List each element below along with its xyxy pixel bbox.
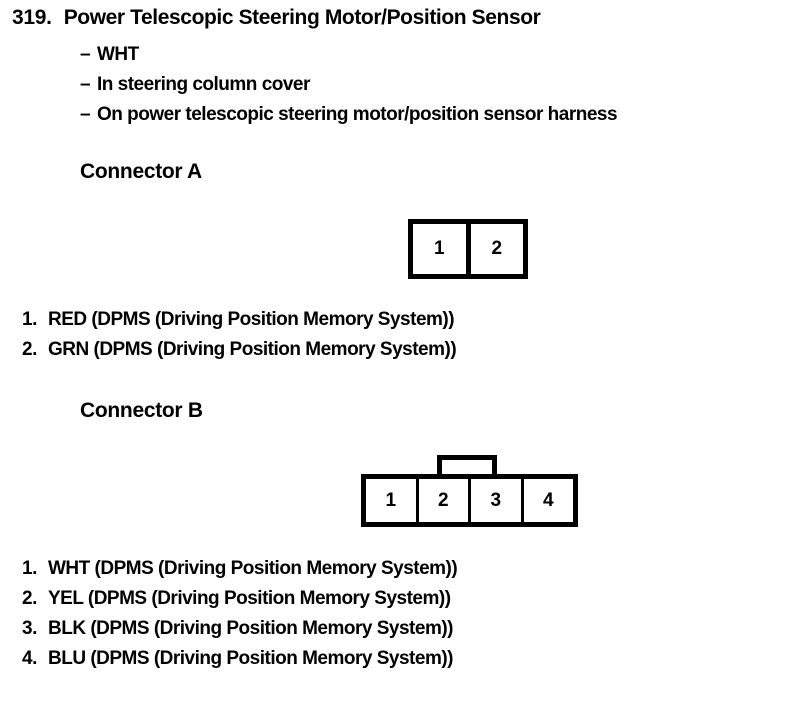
dash-icon: – [80, 44, 91, 65]
pin-index: 1. [22, 309, 37, 330]
detail-text: WHT [97, 44, 139, 65]
connector-b-pin-2: 2 [418, 479, 468, 522]
pin-description: BLK (DPMS (Driving Position Memory Syste… [48, 618, 454, 639]
list-item: 1. WHT (DPMS (Driving Position Memory Sys… [22, 554, 458, 584]
connector-a-diagram: 1 2 [408, 219, 528, 279]
dash-icon: – [80, 74, 91, 95]
connector-a-pin-1: 1 [413, 224, 466, 274]
dash-icon: – [80, 104, 91, 125]
connector-b-pin-1: 1 [366, 479, 416, 522]
pin-description: RED (DPMS (Driving Position Memory Syste… [48, 309, 455, 330]
list-item: –On power telescopic steering motor/posi… [80, 100, 790, 130]
connector-a-pin-list: 1. RED (DPMS (Driving Position Memory Sys… [22, 305, 457, 365]
list-item: 2. GRN (DPMS (Driving Position Memory Sys… [22, 335, 457, 365]
item-number: 319. [12, 6, 52, 29]
connector-b-pin-list: 1. WHT (DPMS (Driving Position Memory Sys… [22, 554, 458, 674]
connector-b-pin-3: 3 [471, 479, 521, 522]
list-item: 4. BLU (DPMS (Driving Position Memory Sys… [22, 644, 457, 674]
pin-description: BLU (DPMS (Driving Position Memory Syste… [48, 648, 454, 669]
pin-index: 2. [22, 339, 37, 360]
list-item: –WHT [80, 40, 790, 70]
detail-list: –WHT –In steering column cover –On power… [80, 40, 790, 130]
connector-b-heading: Connector B [80, 399, 203, 422]
pin-index: 2. [22, 588, 37, 609]
pin-index: 4. [22, 648, 37, 669]
page-title: 319. Power Telescopic Steering Motor/Pos… [12, 6, 541, 30]
connector-a-heading: Connector A [80, 160, 202, 183]
list-item: 3. BLK (DPMS (Driving Position Memory Sys… [22, 614, 457, 644]
list-item: –In steering column cover [80, 70, 790, 100]
detail-text: On power telescopic steering motor/posit… [97, 104, 618, 125]
list-item: 2. YEL (DPMS (Driving Position Memory Sys… [22, 584, 457, 614]
connector-b-pin-4: 4 [523, 479, 573, 522]
connector-b-body: 1 2 3 4 [361, 474, 578, 527]
pin-index: 1. [22, 558, 37, 579]
pin-description: WHT (DPMS (Driving Position Memory Syste… [48, 558, 458, 579]
pin-description: GRN (DPMS (Driving Position Memory Syste… [48, 339, 457, 360]
title-text: Power Telescopic Steering Motor/Position… [63, 6, 541, 29]
pin-index: 3. [22, 618, 37, 639]
pin-description: YEL (DPMS (Driving Position Memory Syste… [48, 588, 451, 609]
list-item: 1. RED (DPMS (Driving Position Memory Sys… [22, 305, 456, 335]
connector-a-pin-2: 2 [470, 224, 523, 274]
detail-text: In steering column cover [97, 74, 310, 95]
